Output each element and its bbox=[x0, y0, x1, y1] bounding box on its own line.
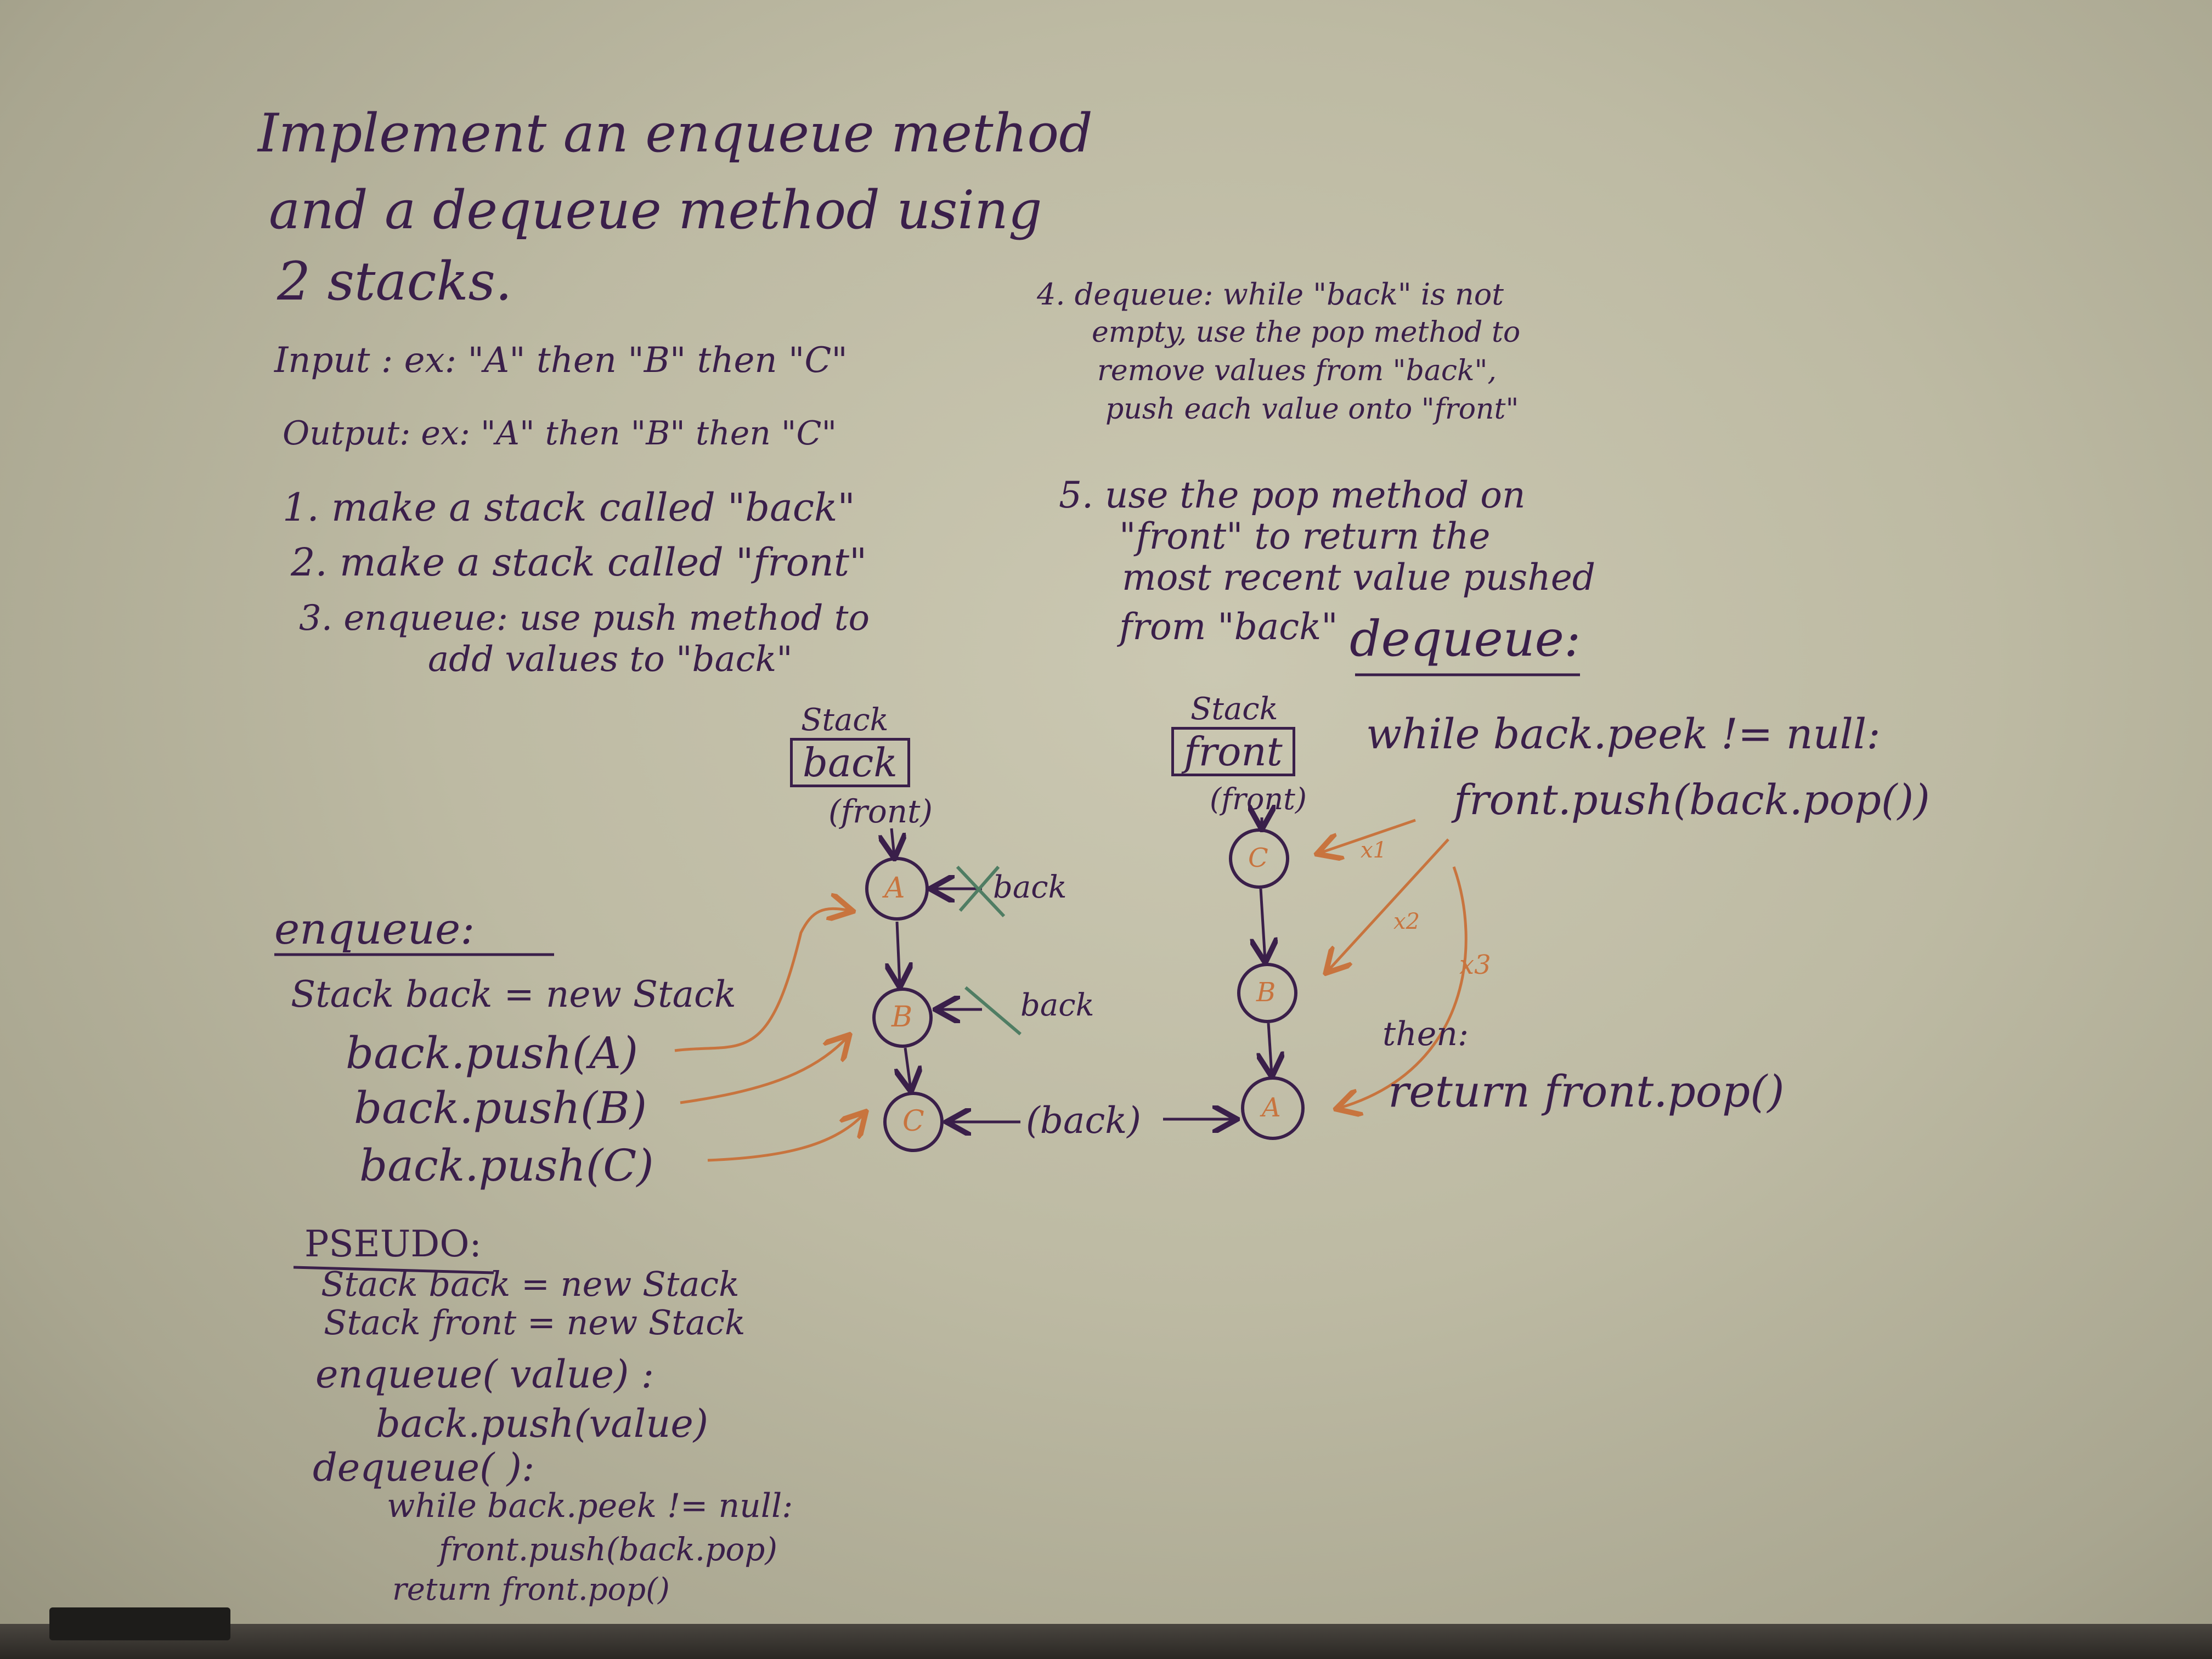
enqueue-heading: enqueue: bbox=[274, 905, 475, 954]
x1-label: x1 bbox=[1361, 838, 1387, 863]
enqueue-line-a: back.push(A) bbox=[346, 1028, 639, 1079]
title-line-2: and a dequeue method using bbox=[269, 179, 1042, 241]
crossed-back-label-1: back bbox=[993, 870, 1067, 905]
pseudo-line-2: Stack front = new Stack bbox=[324, 1302, 746, 1342]
pseudo-line-4: back.push(value) bbox=[376, 1401, 709, 1446]
dequeue-while: while back.peek != null: bbox=[1366, 709, 1881, 758]
dequeue-return: return front.pop() bbox=[1388, 1066, 1785, 1117]
step-5-line-3: most recent value pushed bbox=[1122, 556, 1596, 599]
back-stack-label: Stack bbox=[801, 702, 889, 738]
pseudo-line-5: dequeue( ): bbox=[313, 1445, 535, 1490]
back-pointer-label: (back) bbox=[1026, 1099, 1142, 1142]
front-stack-box: front bbox=[1171, 727, 1295, 776]
input-example: Input : ex: "A" then "B" then "C" bbox=[274, 340, 848, 381]
enqueue-decl: Stack back = new Stack bbox=[291, 973, 736, 1015]
x2-label: x2 bbox=[1393, 909, 1420, 934]
output-example: Output: ex: "A" then "B" then "C" bbox=[283, 414, 837, 453]
step-4-line-4: push each value onto "front" bbox=[1105, 393, 1519, 426]
enqueue-line-c: back.push(C) bbox=[359, 1140, 654, 1191]
step-4-line-3: remove values from "back", bbox=[1097, 354, 1497, 387]
enqueue-line-b: back.push(B) bbox=[354, 1082, 647, 1133]
step-4-line-2: empty, use the pop method to bbox=[1092, 316, 1521, 349]
step-5-line-4: from "back" bbox=[1119, 606, 1338, 648]
dequeue-push: front.push(back.pop()) bbox=[1454, 775, 1930, 824]
step-3: 3. enqueue: use push method to bbox=[299, 598, 870, 639]
pseudo-line-1: Stack back = new Stack bbox=[321, 1264, 740, 1304]
step-1: 1. make a stack called "back" bbox=[283, 485, 855, 530]
step-5-line-1: 5. use the pop method on bbox=[1059, 474, 1526, 516]
front-stack-label: Stack bbox=[1190, 691, 1278, 727]
back-stack-box: back bbox=[790, 738, 910, 787]
step-4-line-1: 4. dequeue: while "back" is not bbox=[1037, 277, 1504, 312]
back-node-c-label: C bbox=[902, 1105, 924, 1138]
pseudo-line-8: return front.pop() bbox=[392, 1572, 670, 1607]
back-node-a-label: A bbox=[884, 872, 905, 905]
front-node-c-label: C bbox=[1248, 843, 1268, 873]
title-line-3: 2 stacks. bbox=[277, 251, 512, 312]
front-node-a-label: A bbox=[1262, 1092, 1281, 1123]
step-3-cont: add values to "back" bbox=[428, 639, 793, 680]
pseudo-line-7: front.push(back.pop) bbox=[439, 1531, 778, 1568]
step-5-line-2: "front" to return the bbox=[1119, 515, 1491, 557]
pseudo-line-3: enqueue( value) : bbox=[315, 1352, 654, 1397]
front-node-b-label: B bbox=[1256, 977, 1276, 1008]
pseudo-line-6: while back.peek != null: bbox=[387, 1487, 793, 1525]
dequeue-heading: dequeue: bbox=[1350, 610, 1581, 668]
back-front-pointer: (front) bbox=[828, 793, 933, 830]
x3-label: x3 bbox=[1459, 950, 1491, 980]
back-node-b-label: B bbox=[891, 1001, 913, 1034]
step-2: 2. make a stack called "front" bbox=[291, 540, 867, 585]
crossed-back-label-2: back bbox=[1020, 988, 1094, 1023]
title-line-1: Implement an enqueue method bbox=[258, 103, 1093, 164]
whiteboard-rail bbox=[0, 1624, 2212, 1659]
pseudo-heading: PSEUDO: bbox=[304, 1223, 482, 1265]
dequeue-then: then: bbox=[1383, 1015, 1469, 1053]
eraser bbox=[49, 1607, 230, 1640]
